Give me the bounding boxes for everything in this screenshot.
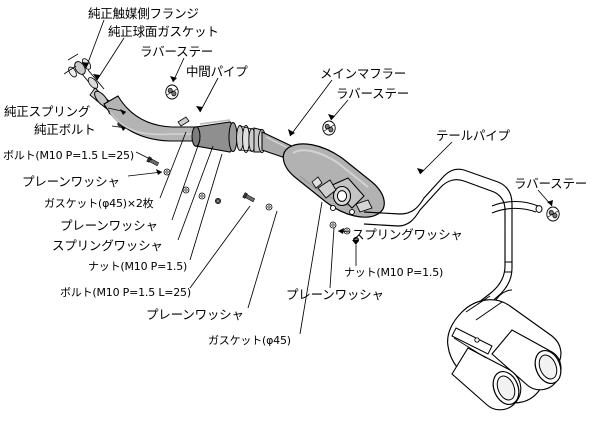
label-rubber-stay-3: ラバーステー — [514, 176, 588, 191]
label-nut-1: ナット(M10 P=1.5) — [88, 260, 188, 273]
part-main-muffler — [282, 143, 385, 218]
label-tail-pipe: テールパイプ — [436, 128, 510, 143]
label-nut-2: ナット(M10 P=1.5) — [344, 266, 444, 279]
label-main-muffler: メインマフラー — [320, 66, 407, 81]
leader-lines — [85, 19, 553, 335]
label-oem-spring: 純正スプリング — [4, 104, 91, 119]
label-bolt-2: ボルト(M10 P=1.5 L=25) — [60, 286, 191, 299]
part-tail-pipe — [363, 168, 543, 321]
label-plain-washer-3: プレーンワッシャ — [146, 307, 244, 322]
part-rubber-stay-muffler — [322, 120, 336, 136]
label-plain-washer-4: プレーンワッシャ — [286, 287, 384, 302]
part-center-pipe — [103, 95, 201, 142]
part-twin-exhaust-tips — [447, 289, 562, 411]
part-rubber-stay-tail — [546, 206, 560, 222]
label-spring-washer-2: スプリングワッシャ — [352, 227, 463, 242]
label-rubber-stay-1: ラバーステー — [140, 44, 214, 59]
leader-arrowheads — [82, 62, 553, 245]
label-gasket-45: ガスケット(φ45) — [208, 334, 291, 347]
label-center-pipe: 中間パイプ — [186, 64, 248, 79]
label-plain-washer-1: プレーンワッシャ — [22, 174, 120, 189]
label-oem-cat-flange: 純正触媒側フランジ — [88, 6, 199, 21]
label-spring-washer-1: スプリングワッシャ — [52, 238, 163, 253]
label-plain-washer-2: プレーンワッシャ — [60, 218, 158, 233]
label-rubber-stay-2: ラバーステー — [336, 86, 410, 101]
label-oem-bolt: 純正ボルト — [34, 122, 96, 137]
label-oem-ball-gasket: 純正球面ガスケット — [108, 24, 219, 39]
label-gasket-45-x2: ガスケット(φ45)×2枚 — [44, 197, 154, 210]
label-bolt-1: ボルト(M10 P=1.5 L=25) — [3, 149, 134, 162]
part-catalyst-canister — [191, 119, 267, 153]
part-rubber-stay-front — [165, 84, 179, 100]
